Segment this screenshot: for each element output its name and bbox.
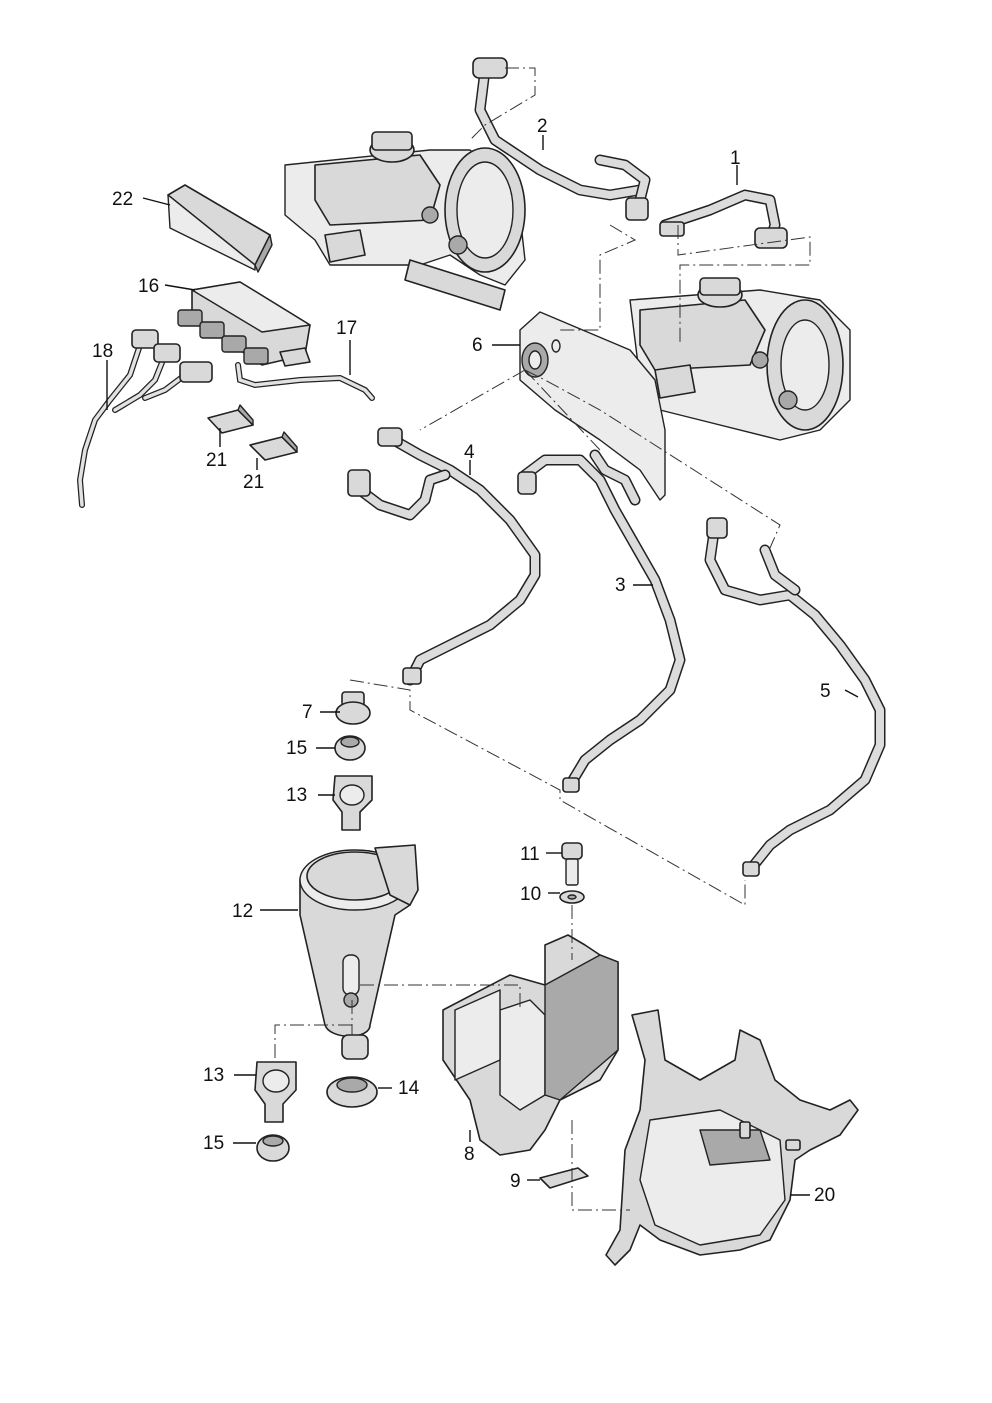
callout-15-lower: 15 — [203, 1133, 224, 1154]
callout-6: 6 — [472, 335, 483, 356]
callout-21-a: 21 — [206, 450, 227, 471]
part-22-pad — [167, 184, 273, 273]
hose-5 — [704, 517, 886, 877]
assembly-lines — [274, 67, 811, 1211]
strap-9 — [539, 1167, 589, 1189]
holder-13-upper — [332, 775, 373, 831]
callout-16: 16 — [138, 276, 159, 297]
bracket-20 — [605, 1009, 859, 1266]
hose-3 — [517, 449, 686, 793]
callout-1: 1 — [730, 148, 741, 169]
callout-10: 10 — [520, 884, 541, 905]
bracket-8 — [442, 934, 619, 1156]
callout-leaders — [106, 135, 859, 1196]
callout-21-b: 21 — [243, 472, 264, 493]
callout-13-upper: 13 — [286, 785, 307, 806]
callout-7: 7 — [302, 702, 313, 723]
callout-11: 11 — [520, 844, 540, 865]
callout-12: 12 — [232, 901, 253, 922]
bracket-clip-21a — [207, 404, 254, 434]
callout-20: 20 — [814, 1185, 835, 1206]
brake-booster-upper — [284, 131, 526, 311]
clip-7 — [335, 691, 371, 725]
control-unit-16 — [177, 281, 311, 367]
callout-18: 18 — [92, 341, 113, 362]
nut-15-upper — [334, 735, 366, 761]
hose-4 — [347, 427, 541, 686]
callout-2: 2 — [537, 116, 548, 137]
holder-13-lower — [254, 1061, 297, 1123]
callout-4: 4 — [464, 442, 475, 463]
brake-pipe-2 — [472, 57, 651, 221]
callout-3: 3 — [615, 575, 626, 596]
callout-17: 17 — [336, 318, 357, 339]
washer-10 — [559, 890, 585, 904]
wire-17 — [235, 362, 375, 401]
grommet-14 — [326, 1076, 378, 1108]
brake-booster-lower — [629, 277, 851, 441]
wiring-harness-18 — [76, 329, 213, 508]
callout-9: 9 — [510, 1171, 521, 1192]
filter-12 — [299, 844, 419, 1060]
bolt-11 — [561, 842, 583, 886]
callout-14: 14 — [398, 1078, 420, 1099]
callout-13-lower: 13 — [203, 1065, 224, 1086]
bracket-clip-21b — [249, 431, 298, 461]
callout-22: 22 — [112, 189, 133, 210]
brake-pipe-1 — [659, 189, 788, 249]
callout-15-upper: 15 — [286, 738, 307, 759]
callout-8: 8 — [464, 1144, 475, 1165]
nut-15-lower — [256, 1134, 290, 1162]
callout-5: 5 — [820, 681, 831, 702]
callout-labels: 1 2 3 4 5 6 7 8 9 10 11 12 13 13 14 15 1… — [92, 116, 835, 1206]
